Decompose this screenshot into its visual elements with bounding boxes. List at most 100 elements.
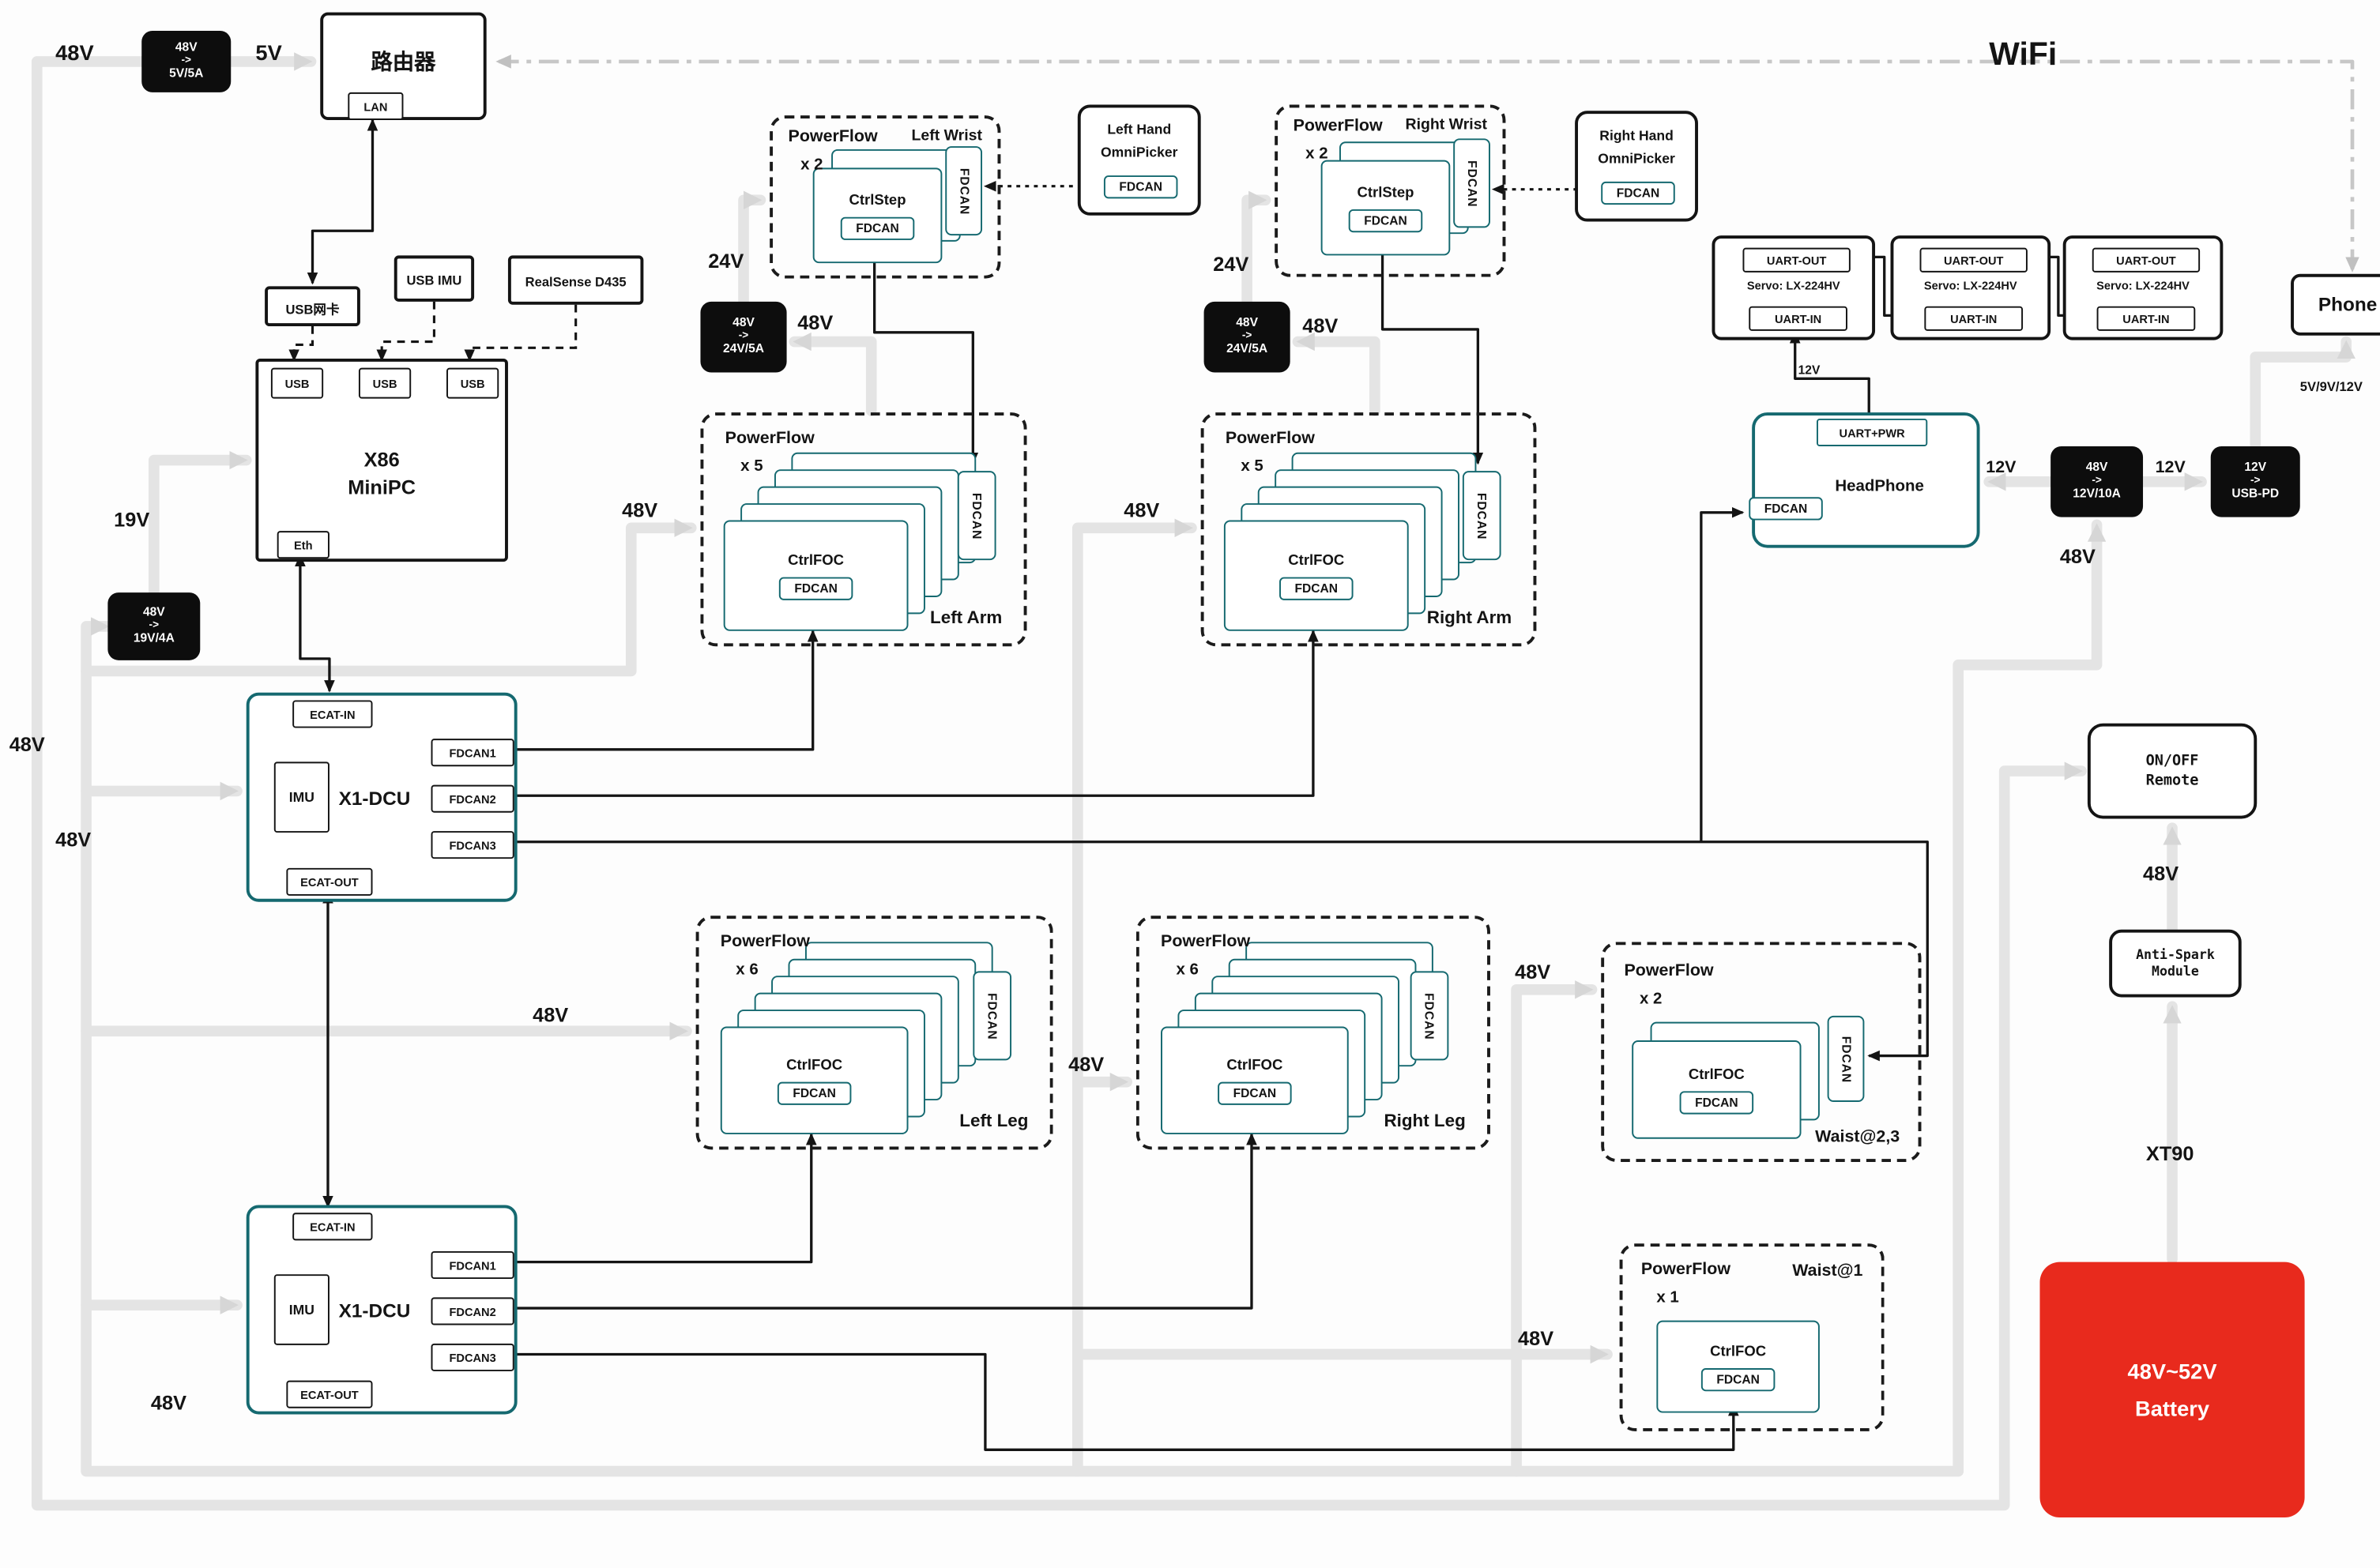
label-48v-remote: 48V <box>2143 862 2179 886</box>
uart-pwr-port: UART+PWR <box>1816 418 1928 447</box>
label-24v-left: 24V <box>708 249 744 273</box>
servo-module-3: UART-OUT Servo: LX-224HV UART-IN <box>2062 235 2224 340</box>
antispark-line-1: Anti-Spark <box>2136 947 2215 963</box>
ctrl-label: CtrlFOC <box>1288 551 1345 569</box>
x1-dcu-upper: ECAT-IN IMU X1-DCU FDCAN1 FDCAN2 FDCAN3 … <box>246 692 518 902</box>
antispark-line-2: Module <box>2152 964 2199 980</box>
pf-count: x 2 <box>1639 989 1663 1009</box>
realsense-label: RealSense D435 <box>525 273 627 290</box>
hand-line-2: OmniPicker <box>1598 150 1675 167</box>
pf-count: x 5 <box>740 457 763 476</box>
dcu-title: X1-DCU <box>338 788 411 810</box>
powerflow-waist-2-3: PowerFlow x 2 Waist@2,3 FDCAN CtrlFOC FD… <box>1601 942 1922 1162</box>
imu-box: IMU <box>273 761 330 833</box>
battery-48v-52v: 48V~52V Battery <box>2039 1262 2305 1518</box>
pf-title: PowerFlow <box>725 429 815 448</box>
fdcan-chip: FDCAN <box>1103 175 1178 199</box>
fdcan-vertical-label: FDCAN <box>1422 992 1437 1040</box>
headphone-unit: UART+PWR HeadPhone FDCAN <box>1749 412 1980 548</box>
fdcan-chip: FDCAN <box>1279 576 1354 600</box>
servo-name: Servo: LX-224HV <box>1923 278 2017 293</box>
x1-dcu-lower: ECAT-IN IMU X1-DCU FDCAN1 FDCAN2 FDCAN3 … <box>246 1205 518 1415</box>
usb-nic: USB网卡 <box>265 286 360 327</box>
ctrlfoc-card: CtrlFOC FDCAN <box>720 1026 909 1134</box>
powerflow-waist-1: PowerFlow x 1 Waist@1 CtrlFOC FDCAN <box>1619 1243 1885 1431</box>
pf-location: Waist@2,3 <box>1815 1128 1900 1147</box>
minipc-title-1: X86 <box>363 447 400 472</box>
converter-48v-to-19v: 48V -> 19V/4A <box>107 592 201 660</box>
router: 路由器 LAN <box>320 12 487 120</box>
powerflow-left-arm: PowerFlow x 5 Left Arm FDCAN CtrlFOC FDC… <box>700 412 1027 647</box>
pf-count: x 5 <box>1241 457 1263 476</box>
fdcan-side-tab: FDCAN <box>1462 471 1501 561</box>
ctrl-label: CtrlFOC <box>1688 1066 1745 1083</box>
pf-count: x 6 <box>736 960 759 980</box>
servo-module-1: UART-OUT Servo: LX-224HV UART-IN <box>1712 235 1876 340</box>
fdcan-side-tab: FDCAN <box>957 471 996 561</box>
uart-out-port: UART-OUT <box>1919 247 2028 273</box>
label-48v-conv24l: 48V <box>797 310 834 334</box>
pf-title: PowerFlow <box>1293 117 1383 136</box>
fdcan-chip: FDCAN <box>840 216 915 239</box>
usb-port-3: USB <box>446 367 499 399</box>
data-lines <box>295 118 2088 1451</box>
on-off-remote: ON/OFF Remote <box>2087 723 2258 819</box>
label-48v-left-arm: 48V <box>622 498 658 522</box>
right-hand-omnipicker: Right Hand OmniPicker FDCAN <box>1575 111 1698 222</box>
label-12v-usbpd: 12V <box>2155 458 2186 477</box>
converter-line: USB-PD <box>2231 486 2280 501</box>
converter-line: 48V <box>2085 460 2108 475</box>
ctrlfoc-card: CtrlFOC FDCAN <box>1632 1040 1802 1139</box>
pf-title: PowerFlow <box>1640 1260 1731 1280</box>
fdcan-side-tab: FDCAN <box>1827 1015 1865 1102</box>
pf-title: PowerFlow <box>1161 932 1251 952</box>
phone-label: Phone <box>2318 294 2378 316</box>
label-5v: 5V <box>255 39 282 65</box>
anti-spark-module: Anti-Spark Module <box>2109 929 2242 998</box>
ecat-in-port: ECAT-IN <box>292 700 373 728</box>
label-48v-conv12: 48V <box>2059 544 2096 568</box>
pf-count: x 2 <box>1305 145 1328 164</box>
fdcan3-port: FDCAN3 <box>431 1343 514 1371</box>
pf-location: Waist@1 <box>1792 1262 1863 1280</box>
ctrlstep-card: CtrlStep FDCAN <box>812 167 943 264</box>
left-hand-omnipicker: Left Hand OmniPicker FDCAN <box>1077 104 1201 216</box>
minipc-title-2: MiniPC <box>348 476 416 499</box>
converter-arrow: -> <box>1241 331 1252 342</box>
dcu-title: X1-DCU <box>338 1300 411 1322</box>
fdcan-vertical-label: FDCAN <box>1474 491 1489 540</box>
servo-name: Servo: LX-224HV <box>2096 278 2190 293</box>
ctrl-label: CtrlFOC <box>1710 1342 1767 1360</box>
label-48v-waist23: 48V <box>1515 960 1551 983</box>
pf-location: Left Leg <box>959 1112 1029 1132</box>
pf-location: Right Wrist <box>1405 117 1488 134</box>
fdcan-chip: FDCAN <box>777 1081 852 1104</box>
pf-count: x 2 <box>800 155 823 175</box>
converter-line: 5V/5A <box>169 66 204 81</box>
ecat-out-port: ECAT-OUT <box>286 1380 373 1408</box>
pf-count: x 1 <box>1656 1288 1679 1307</box>
converter-line: 12V <box>2244 460 2267 475</box>
label-48v-left-leg: 48V <box>533 1003 569 1027</box>
converter-48v-to-5v: 48V -> 5V/5A <box>141 30 232 92</box>
pf-location: Left Arm <box>930 609 1003 628</box>
fdcan-vertical-label: FDCAN <box>1839 1035 1853 1083</box>
router-title: 路由器 <box>371 49 436 74</box>
converter-line: 48V <box>732 315 755 330</box>
fdcan1-port: FDCAN1 <box>431 1250 514 1280</box>
imu-box: IMU <box>273 1274 330 1345</box>
wifi-label: WiFi <box>1989 36 2058 73</box>
label-48v-waist1: 48V <box>1518 1326 1554 1350</box>
remote-line-1: ON/OFF <box>2145 752 2199 770</box>
fdcan-vertical-label: FDCAN <box>956 167 971 215</box>
fdcan3-port: FDCAN3 <box>431 831 514 859</box>
fdcan-vertical-label: FDCAN <box>985 992 1000 1040</box>
servo-name: Servo: LX-224HV <box>1746 278 1840 293</box>
pf-location: Right Leg <box>1384 1112 1466 1132</box>
fdcan-chip: FDCAN <box>1700 1367 1776 1391</box>
pf-location: Right Arm <box>1426 609 1512 628</box>
pf-title: PowerFlow <box>720 932 810 952</box>
label-xt90: XT90 <box>2145 1141 2194 1165</box>
fdcan-chip: FDCAN <box>1218 1081 1292 1104</box>
